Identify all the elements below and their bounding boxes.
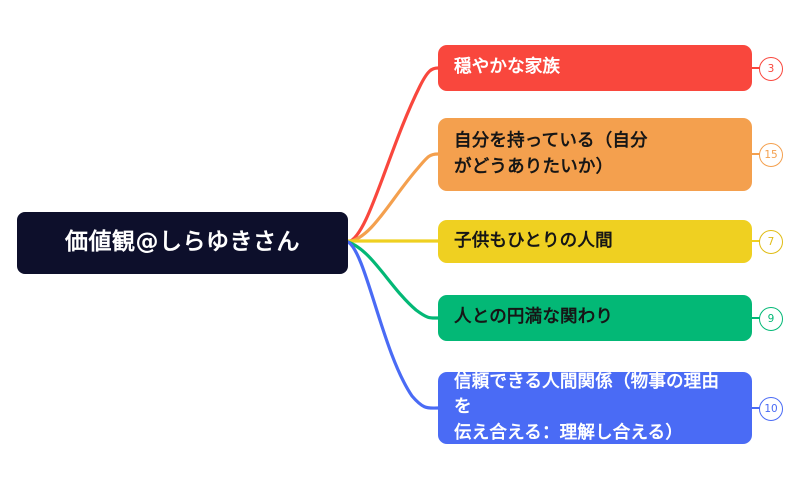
badge-connector-stub bbox=[752, 153, 761, 156]
branch-node-label: 自分を持っている（自分 がどうありたいか） bbox=[454, 131, 648, 177]
branch-count-badge[interactable]: 7 bbox=[759, 230, 783, 254]
branch-node-relationships[interactable]: 人との円満な関わり bbox=[438, 295, 752, 341]
branch-node-label: 人との円満な関わり bbox=[454, 307, 614, 328]
badge-connector-stub bbox=[752, 407, 761, 410]
branch-node-label: 穏やかな家族 bbox=[454, 57, 561, 78]
branch-node-label: 子供もひとりの人間 bbox=[454, 230, 613, 251]
branch-count-badge[interactable]: 15 bbox=[759, 143, 783, 167]
branch-node-children[interactable]: 子供もひとりの人間 bbox=[438, 220, 752, 263]
branch-count-badge[interactable]: 3 bbox=[759, 57, 783, 81]
branch-count-badge[interactable]: 9 bbox=[759, 307, 783, 331]
root-node-label: 価値観@しらゆきさん bbox=[65, 229, 300, 256]
branch-node-family[interactable]: 穏やかな家族 bbox=[438, 45, 752, 91]
connector-line-3 bbox=[346, 240, 440, 320]
branch-node-self[interactable]: 自分を持っている（自分 がどうありたいか） bbox=[438, 118, 752, 191]
badge-connector-stub bbox=[752, 317, 761, 320]
connector-line-4 bbox=[346, 240, 440, 410]
branch-node-label: 信頼できる人間関係（物事の理由を 伝え合える：理解し合える） bbox=[454, 371, 720, 443]
branch-count-badge[interactable]: 10 bbox=[759, 397, 783, 421]
connector-line-1 bbox=[346, 152, 440, 244]
branch-node-trust[interactable]: 信頼できる人間関係（物事の理由を 伝え合える：理解し合える） bbox=[438, 372, 752, 444]
badge-connector-stub bbox=[752, 67, 761, 70]
root-node[interactable]: 価値観@しらゆきさん bbox=[17, 212, 348, 274]
badge-connector-stub bbox=[752, 240, 761, 243]
connector-line-0 bbox=[346, 66, 440, 244]
